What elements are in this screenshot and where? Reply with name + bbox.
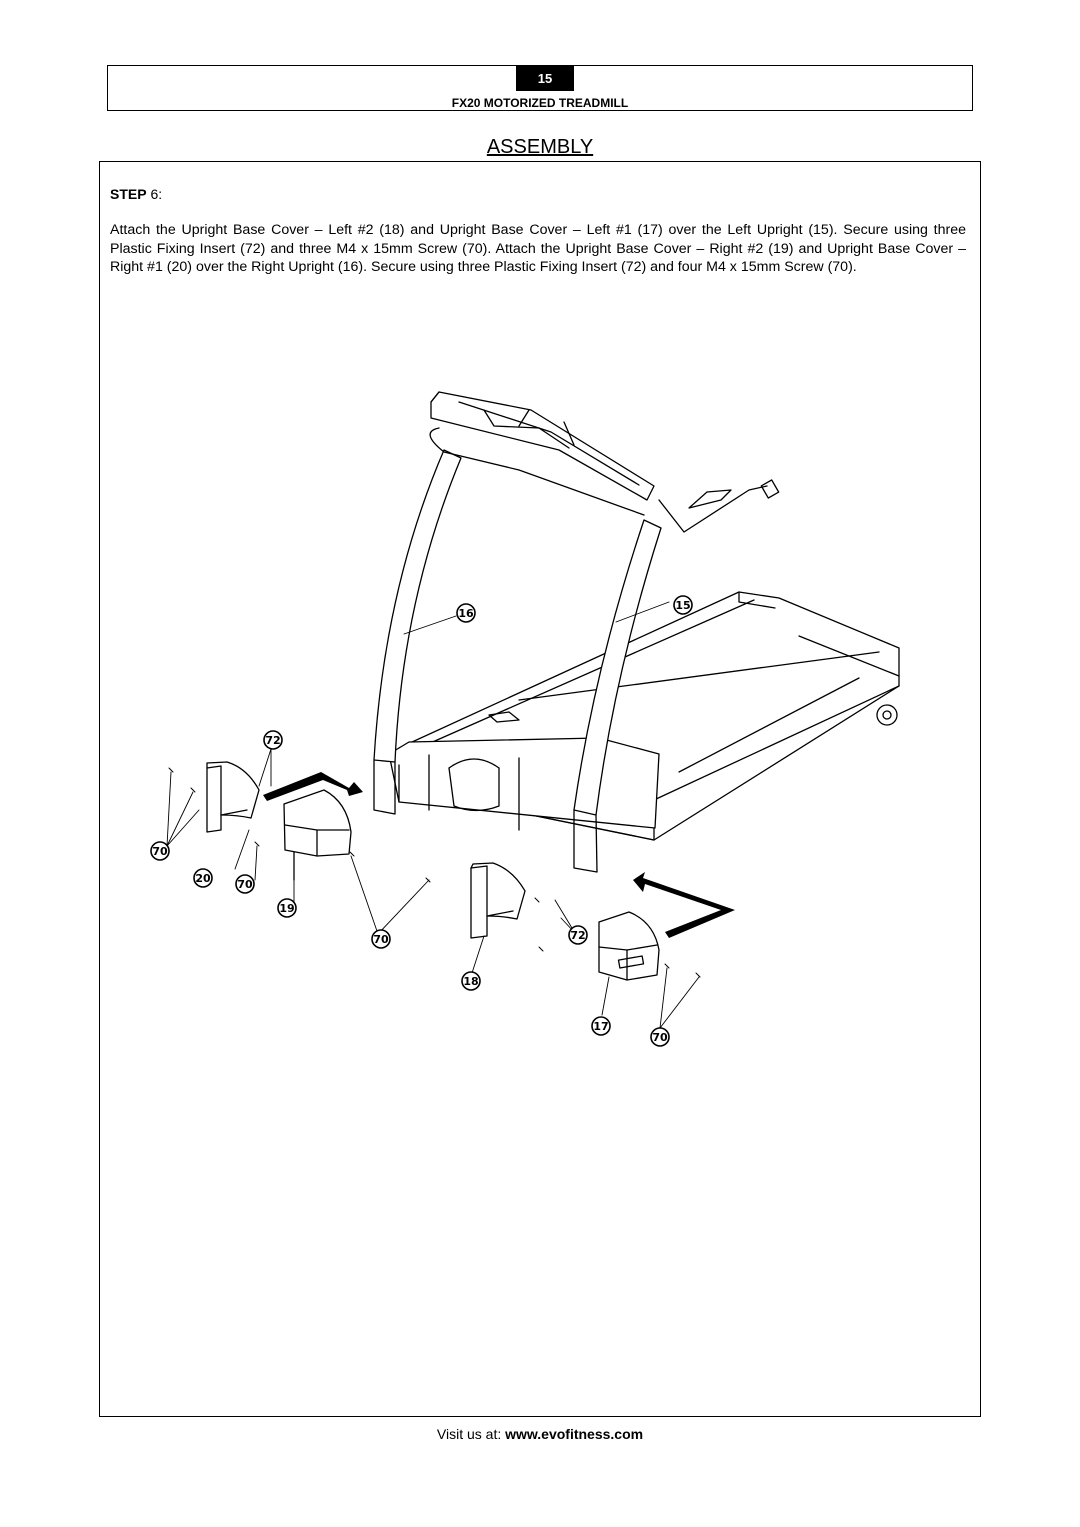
callout-17-label: 17 [593,1020,608,1033]
section-title: ASSEMBLY [486,136,594,158]
callout-70-mid: 70 [235,874,255,894]
content-box [99,161,981,1417]
callout-18: 18 [461,971,481,991]
step-suffix: : [158,186,163,202]
console [429,391,780,533]
motor-hood [388,711,660,831]
callout-19: 19 [277,898,297,918]
footer-url[interactable]: www.evofitness.com [505,1426,644,1442]
step-instructions: Attach the Upright Base Cover – Left #2 … [110,222,966,275]
step-heading: STEP 6: [110,186,162,202]
footer: Visit us at: www.evofitness.com [0,1426,1080,1442]
cover-left-1 [598,911,660,981]
callout-20: 20 [193,868,213,888]
callout-19-label: 19 [279,902,294,915]
screws [168,767,701,978]
callout-70-right-label: 70 [652,1031,668,1044]
callout-70-left: 70 [150,841,170,861]
cover-right-1 [206,761,260,833]
callout-70-mid-label: 70 [237,878,253,891]
callout-72-top-label: 72 [265,734,280,747]
step-number: 6 [150,186,159,202]
callout-70-right: 70 [650,1027,670,1047]
callout-20-label: 20 [195,872,211,885]
assembly-diagram: 16 15 72 70 20 70 19 70 [150,391,900,1047]
cover-left-2 [470,862,526,939]
callout-18-label: 18 [463,975,478,988]
callout-15-label: 15 [675,599,690,612]
callout-70-center: 70 [371,929,391,949]
footer-prefix: Visit us at: [436,1426,502,1442]
left-upright [573,519,662,873]
callout-16: 16 [456,603,476,623]
callout-16-label: 16 [458,607,474,620]
callout-72-top: 72 [263,730,283,750]
document-title: FX20 MOTORIZED TREADMILL [451,96,629,110]
callout-17: 17 [591,1016,611,1036]
right-upright [373,449,462,815]
rear-wheel [876,704,898,726]
callout-72-bottom: 72 [568,925,588,945]
callout-15: 15 [673,595,693,615]
callout-70-left-label: 70 [152,845,168,858]
callout-72-bottom-label: 72 [570,929,585,942]
direction-arrows [263,772,735,938]
callout-70-center-label: 70 [373,933,389,946]
page-number: 15 [516,65,574,91]
step-label: STEP [110,186,147,202]
cover-right-2 [283,789,352,881]
